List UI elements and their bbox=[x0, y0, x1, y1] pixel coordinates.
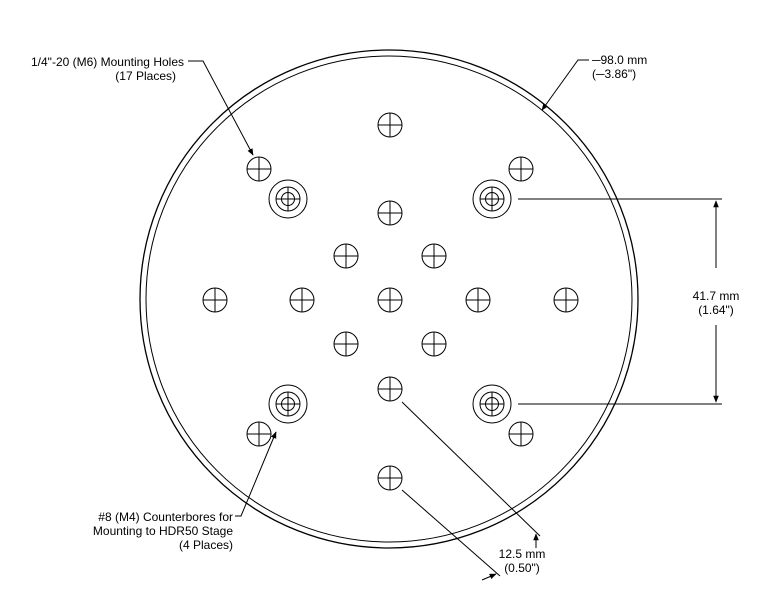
pitch-extension-upper bbox=[401, 401, 541, 537]
mounting-holes-label-line1: 1/4"-20 (M6) Mounting Holes bbox=[31, 55, 184, 69]
mounting-holes-callout: 1/4"-20 (M6) Mounting Holes (17 Places) bbox=[31, 55, 254, 156]
mounting-hole bbox=[377, 376, 403, 402]
diameter-label-line2: (─3.86") bbox=[592, 67, 636, 81]
counterbores-callout: #8 (M4) Counterbores for Mounting to HDR… bbox=[93, 431, 277, 552]
mounting-hole bbox=[377, 200, 403, 226]
vertical-dimension-in: (1.64") bbox=[698, 303, 734, 317]
plate-outer-edge bbox=[139, 49, 639, 549]
counterbores-label-line3: (4 Places) bbox=[179, 538, 233, 552]
pitch-dimension: 12.5 mm (0.50") bbox=[401, 401, 546, 581]
counterbores-leader bbox=[235, 431, 277, 517]
mounting-hole bbox=[465, 287, 491, 313]
mounting-hole bbox=[333, 243, 359, 269]
mounting-hole bbox=[421, 243, 447, 269]
mounting-hole bbox=[421, 331, 447, 357]
diameter-label-line1: ─98.0 mm bbox=[591, 53, 647, 67]
vertical-dimension: 41.7 mm (1.64") bbox=[518, 198, 740, 405]
counterbore bbox=[472, 179, 512, 219]
mounting-holes-leader bbox=[188, 60, 254, 156]
mounting-holes bbox=[202, 112, 579, 491]
mounting-hole bbox=[202, 287, 228, 313]
mounting-hole bbox=[246, 156, 272, 182]
pitch-extension-lower bbox=[401, 489, 501, 577]
pitch-arrow-lower bbox=[481, 573, 497, 581]
mounting-hole bbox=[508, 421, 534, 447]
pitch-dimension-mm: 12.5 mm bbox=[499, 547, 546, 561]
pitch-dimension-in: (0.50") bbox=[504, 561, 540, 575]
vertical-dimension-mm: 41.7 mm bbox=[693, 289, 740, 303]
mounting-hole bbox=[508, 156, 534, 182]
mounting-hole bbox=[377, 287, 403, 313]
counterbores-label-line2: Mounting to HDR50 Stage bbox=[93, 524, 233, 538]
mounting-hole bbox=[333, 331, 359, 357]
counterbore bbox=[472, 384, 512, 424]
mounting-hole bbox=[246, 421, 272, 447]
diameter-callout: ─98.0 mm (─3.86") bbox=[541, 53, 647, 111]
counterbores bbox=[268, 179, 512, 424]
mounting-holes-label-line2: (17 Places) bbox=[115, 69, 176, 83]
mounting-hole bbox=[553, 287, 579, 313]
diameter-leader bbox=[541, 59, 589, 111]
mounting-hole bbox=[377, 465, 403, 491]
counterbore bbox=[268, 179, 308, 219]
plate-inner-edge bbox=[145, 55, 633, 543]
counterbores-label-line1: #8 (M4) Counterbores for bbox=[98, 510, 233, 524]
mounting-hole bbox=[377, 112, 403, 138]
counterbore bbox=[268, 384, 308, 424]
mounting-hole bbox=[289, 287, 315, 313]
